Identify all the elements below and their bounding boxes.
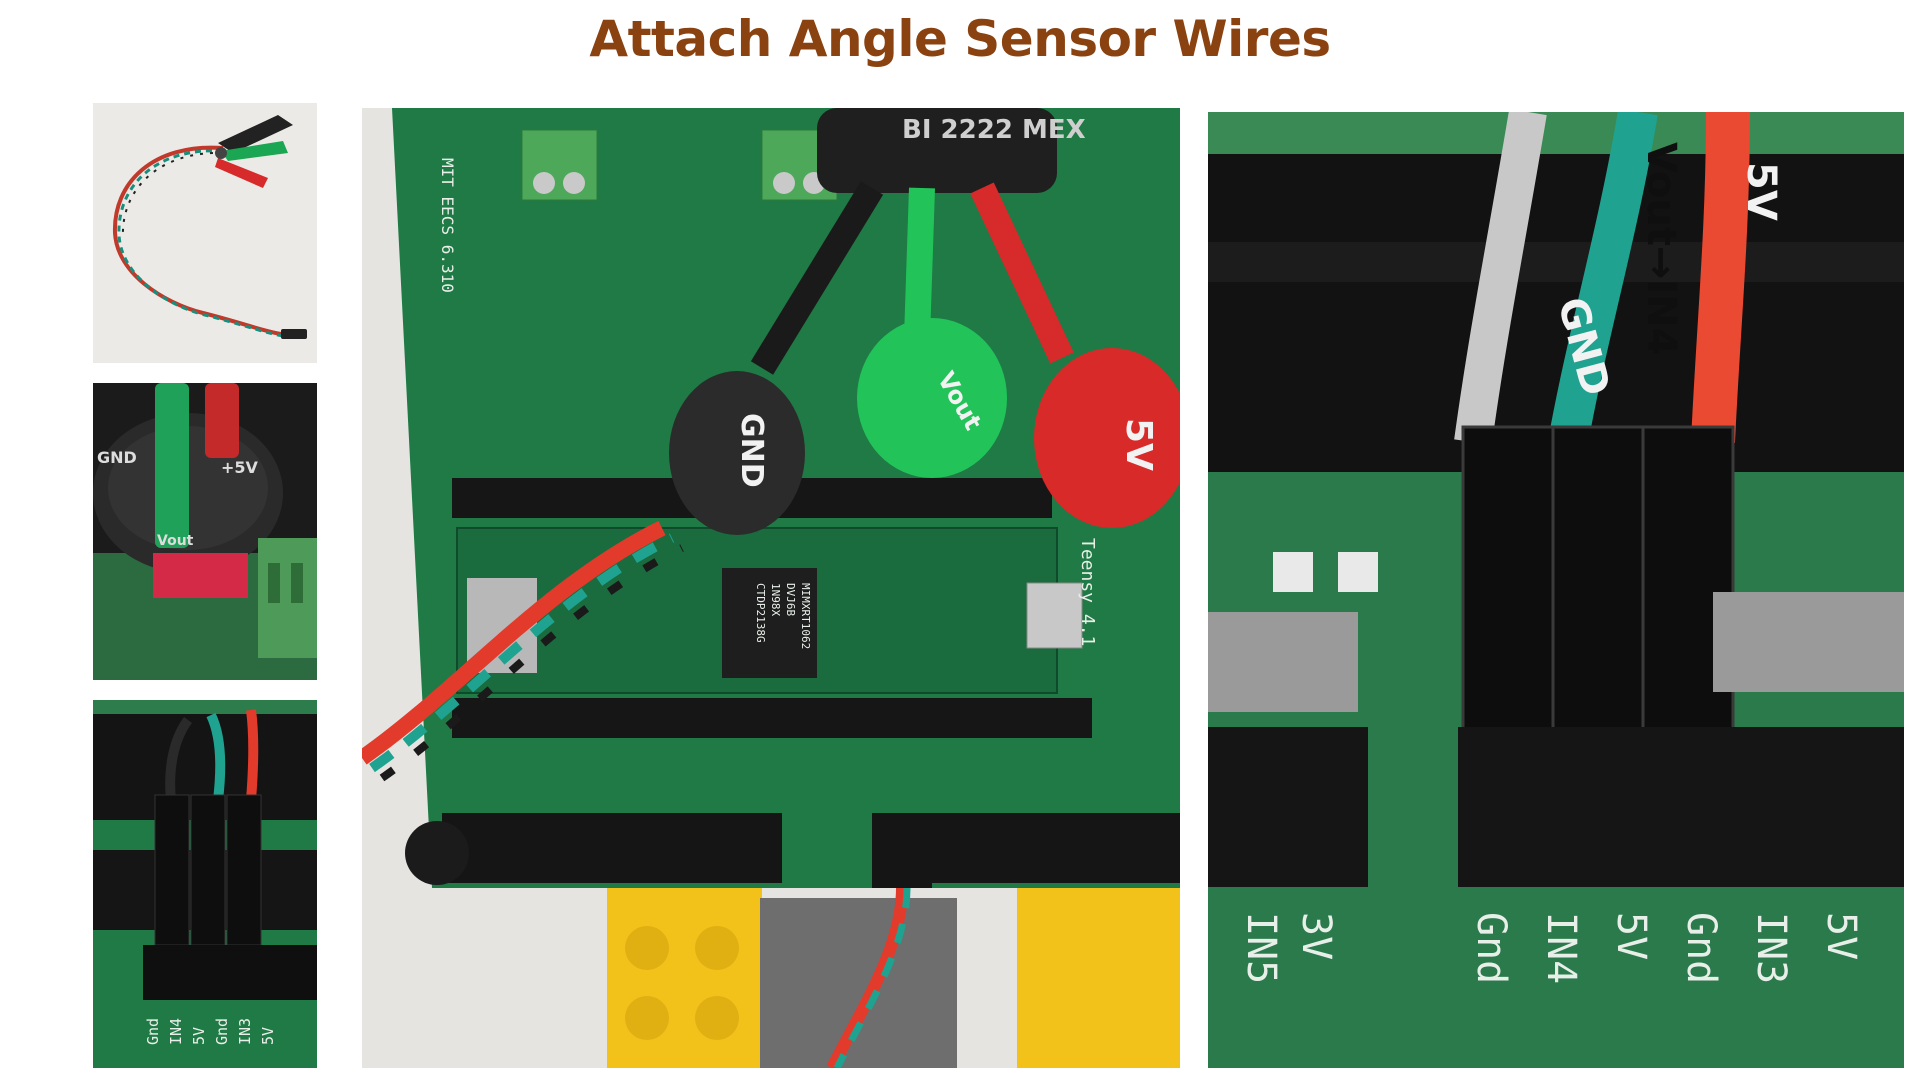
header-label-3v: 3V <box>1293 912 1339 960</box>
header-label-gnd-2: Gnd <box>1678 912 1724 984</box>
header-label-gnd: Gnd <box>144 1018 162 1045</box>
photo-header-small: Gnd IN4 5V Gnd IN3 5V <box>93 700 317 1068</box>
sensor-text: BI 2222 MEX <box>902 115 1086 145</box>
photo-sensor-closeup: GND +5V Vout <box>93 383 317 680</box>
board-text: MIT EECS 6.310 <box>438 158 457 293</box>
photo-sensor-wire <box>93 103 317 363</box>
label-vout: Vout <box>157 533 194 549</box>
sensor-wire-illustration <box>93 103 317 363</box>
header-label-5v-2: 5V <box>1818 912 1864 960</box>
label-gnd: GND <box>97 448 137 467</box>
header-closeup-illustration: GND Vout→IN4 5V IN5 3V Gnd IN4 5V Gnd IN… <box>1208 112 1904 1068</box>
photo-header-closeup: GND Vout→IN4 5V IN5 3V Gnd IN4 5V Gnd IN… <box>1208 112 1904 1068</box>
page-title: Attach Angle Sensor Wires <box>589 10 1331 68</box>
header-label-in3: IN3 <box>236 1018 254 1045</box>
sensor-closeup-illustration: GND +5V Vout <box>93 383 317 680</box>
header-label-5v: 5V <box>1608 912 1654 960</box>
chip-text-3: 1N98X <box>769 583 782 616</box>
wire-label-5v: 5V <box>1738 162 1784 221</box>
chip-text-2: DVJ6B <box>784 583 797 616</box>
label-plus-5v: +5V <box>221 458 259 477</box>
header-label-in3: IN3 <box>1748 912 1794 984</box>
wire-label-vout: Vout→IN4 <box>1638 142 1684 356</box>
teensy-text: Teensy 4.1 <box>1077 538 1098 646</box>
header-label-5v: 5V <box>190 1027 208 1045</box>
clip-label-gnd: GND <box>734 413 769 488</box>
photo-board-overview: MIT EECS 6.310 BI 2222 MEX MIMXRT1062 DV… <box>362 108 1180 1068</box>
board-overview-illustration: MIT EECS 6.310 BI 2222 MEX MIMXRT1062 DV… <box>362 108 1180 1068</box>
chip-text-1: MIMXRT1062 <box>799 583 812 649</box>
chip-text-4: CTDP2138G <box>754 583 767 643</box>
header-small-illustration: Gnd IN4 5V Gnd IN3 5V <box>93 700 317 1068</box>
header-label-in5: IN5 <box>1238 912 1284 984</box>
header-label-gnd: Gnd <box>1468 912 1514 984</box>
clip-label-5v: 5V <box>1118 418 1159 471</box>
header-label-in4: IN4 <box>167 1018 185 1045</box>
header-label-in4: IN4 <box>1538 912 1584 984</box>
header-label-5v-2: 5V <box>259 1027 277 1045</box>
header-label-gnd-2: Gnd <box>213 1018 231 1045</box>
